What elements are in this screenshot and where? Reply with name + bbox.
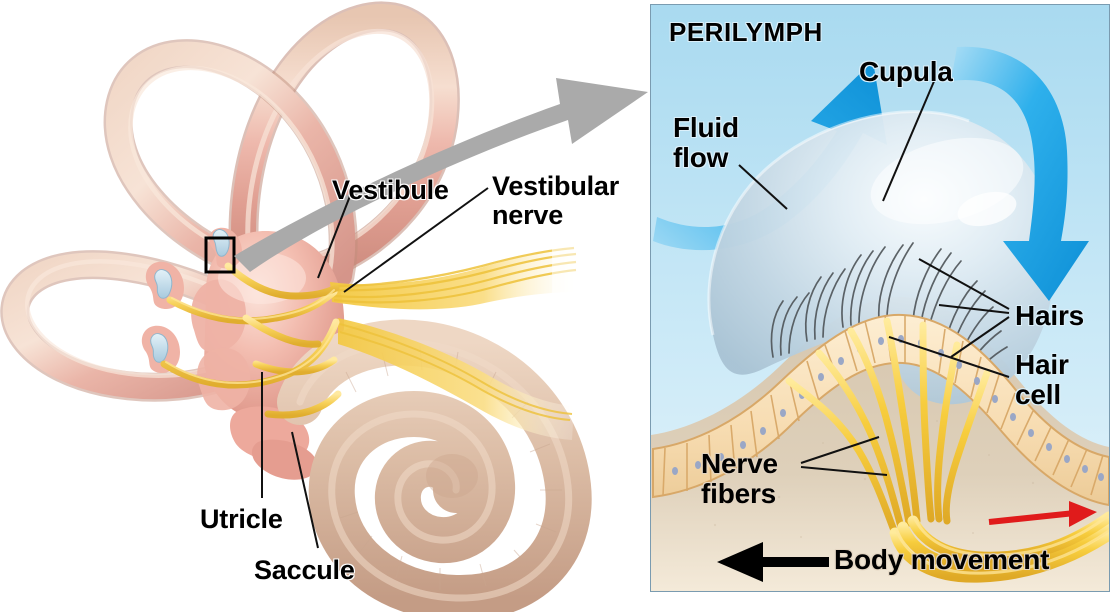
label-fluid-flow: Fluid flow <box>673 112 739 173</box>
label-vestibular-nerve: Vestibular nerve <box>492 171 620 230</box>
cupula-deflection-arrow <box>951 46 1089 301</box>
cupula-anterior <box>212 229 230 257</box>
label-saccule: Saccule <box>254 555 355 585</box>
inner-ear-overview-panel: Vestibule Vestibular nerve Utricle Saccu… <box>0 1 648 612</box>
cupula <box>707 110 1055 405</box>
magnification-arrow <box>234 78 648 272</box>
body-movement-arrow <box>717 542 829 582</box>
fluid-flow-arrow <box>653 61 887 251</box>
inner-ear-overview-illustration <box>0 1 648 612</box>
crista-ampullaris-illustration <box>651 5 1109 591</box>
semicircular-canals <box>0 1 460 402</box>
label-hairs: Hairs <box>1015 300 1085 331</box>
cupula-posterior <box>150 333 169 363</box>
label-utricle: Utricle <box>200 504 283 534</box>
label-perilymph: PERILYMPH <box>669 17 823 47</box>
detail-leader-lines <box>738 78 1010 476</box>
cupula-lateral <box>154 269 173 299</box>
label-cupula: Cupula <box>859 56 953 87</box>
ampullae <box>141 227 242 374</box>
label-nerve-fibers: Nerve fibers <box>701 448 778 509</box>
vestibular-nerve <box>160 238 596 440</box>
nerve-impulse-arrow <box>988 501 1097 527</box>
crista-ampullaris-detail-box <box>204 236 236 274</box>
crista-ampullaris-detail-panel: PERILYMPH Cupula Fluid flow Hairs Hair c… <box>650 4 1110 592</box>
label-vestibule: Vestibule <box>332 175 449 205</box>
label-hair-cell: Hair cell <box>1015 349 1069 410</box>
hair-bundles <box>770 242 1008 388</box>
vestibule-body <box>191 231 345 480</box>
leader-lines <box>261 187 489 549</box>
label-body-movement: Body movement <box>834 544 1050 575</box>
